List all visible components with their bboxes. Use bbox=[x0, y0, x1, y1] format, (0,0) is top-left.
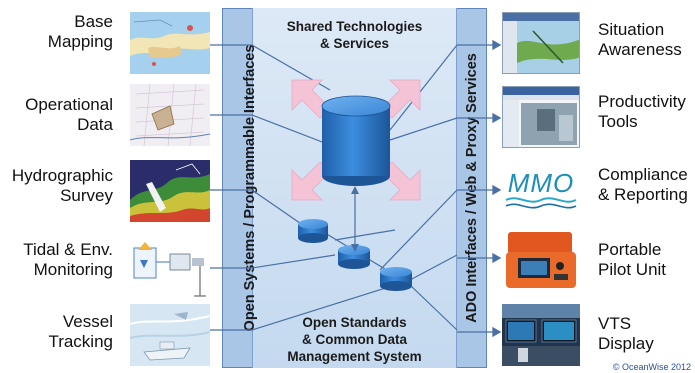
sensor-diagram-icon bbox=[130, 236, 210, 298]
open-standards-line3: Management System bbox=[287, 349, 422, 364]
left-label-tidal-monitoring: Tidal & Env. Monitoring bbox=[0, 240, 113, 280]
label-line2: Display bbox=[598, 334, 654, 353]
label-line1: Vessel bbox=[62, 312, 113, 331]
label-line2: Awareness bbox=[598, 40, 682, 59]
right-label-situation-awareness: Situation Awareness bbox=[598, 20, 695, 60]
productivity-tools-thumbnail bbox=[502, 86, 580, 148]
expansion-arrows bbox=[291, 79, 421, 201]
left-label-hydrographic-survey: Hydrographic Survey bbox=[0, 166, 113, 206]
open-standards-line1: Open Standards bbox=[302, 315, 407, 330]
down-arrowhead bbox=[351, 244, 359, 252]
left-label-vessel-tracking: Vessel Tracking bbox=[0, 312, 113, 352]
label-line1: Compliance bbox=[598, 165, 688, 184]
mmo-logo-icon: MMO bbox=[505, 168, 577, 209]
main-database-cylinder bbox=[321, 95, 391, 186]
small-database-1 bbox=[298, 219, 328, 243]
right-label-productivity-tools: Productivity Tools bbox=[598, 92, 695, 132]
right-label-vts-display: VTS Display bbox=[598, 314, 695, 354]
small-database-3 bbox=[380, 267, 412, 291]
mmo-logo-thumbnail: MMO bbox=[502, 162, 580, 214]
left-label-base-mapping: Base Mapping bbox=[0, 12, 113, 52]
label-line2: Data bbox=[77, 115, 113, 134]
label-line2: Pilot Unit bbox=[598, 260, 667, 279]
left-label-operational-data: Operational Data bbox=[0, 95, 113, 135]
internal-connectors bbox=[251, 44, 458, 331]
base-mapping-thumbnail bbox=[130, 12, 210, 74]
open-standards-line2: & Common Data bbox=[301, 332, 407, 347]
control-room-icon bbox=[502, 304, 580, 366]
label-line2: Mapping bbox=[47, 32, 113, 51]
label-line1: Productivity bbox=[598, 92, 686, 111]
map-image-icon bbox=[130, 12, 210, 74]
right-arrows bbox=[457, 39, 502, 338]
right-label-portable-pilot-unit: Portable Pilot Unit bbox=[598, 240, 695, 280]
case-device-icon bbox=[502, 228, 580, 292]
label-line1: Base bbox=[74, 12, 113, 31]
label-line2: & Reporting bbox=[598, 185, 688, 204]
label-line1: VTS bbox=[598, 314, 632, 333]
right-label-compliance-reporting: Compliance & Reporting bbox=[598, 165, 695, 205]
left-connectors bbox=[210, 44, 252, 331]
shared-technologies-line2: & Services bbox=[319, 36, 390, 51]
label-line2: Monitoring bbox=[33, 260, 113, 279]
copyright-text: © OceanWise 2012 bbox=[612, 362, 691, 372]
screen-app-icon bbox=[503, 87, 579, 147]
label-line1: Portable bbox=[598, 240, 662, 259]
chart-image-icon bbox=[130, 84, 210, 146]
label-line2: Tools bbox=[598, 112, 638, 131]
situation-awareness-thumbnail bbox=[502, 12, 580, 74]
label-line1: Hydrographic bbox=[11, 166, 113, 185]
vts-display-thumbnail bbox=[502, 304, 580, 366]
open-standards-title: Open Standards & Common Data Management … bbox=[262, 314, 447, 365]
portable-pilot-unit-thumbnail bbox=[502, 228, 580, 292]
hydrographic-survey-thumbnail bbox=[130, 160, 210, 222]
shared-technologies-line1: Shared Technologies bbox=[286, 19, 423, 34]
logo-text: MMO bbox=[508, 168, 575, 198]
label-line1: Situation bbox=[598, 20, 665, 39]
label-line1: Operational bbox=[25, 95, 113, 114]
label-line2: Tracking bbox=[48, 332, 113, 351]
vessel-image-icon bbox=[130, 304, 210, 366]
vessel-tracking-thumbnail bbox=[130, 304, 210, 366]
up-arrowhead bbox=[351, 186, 359, 194]
tidal-monitoring-thumbnail bbox=[130, 236, 210, 298]
screen-map-icon bbox=[503, 13, 579, 73]
operational-data-thumbnail bbox=[130, 84, 210, 146]
label-line1: Tidal & Env. bbox=[23, 240, 113, 259]
label-line2: Survey bbox=[60, 186, 113, 205]
shared-technologies-title: Shared Technologies & Services bbox=[262, 18, 447, 52]
terrain-image-icon bbox=[130, 160, 210, 222]
